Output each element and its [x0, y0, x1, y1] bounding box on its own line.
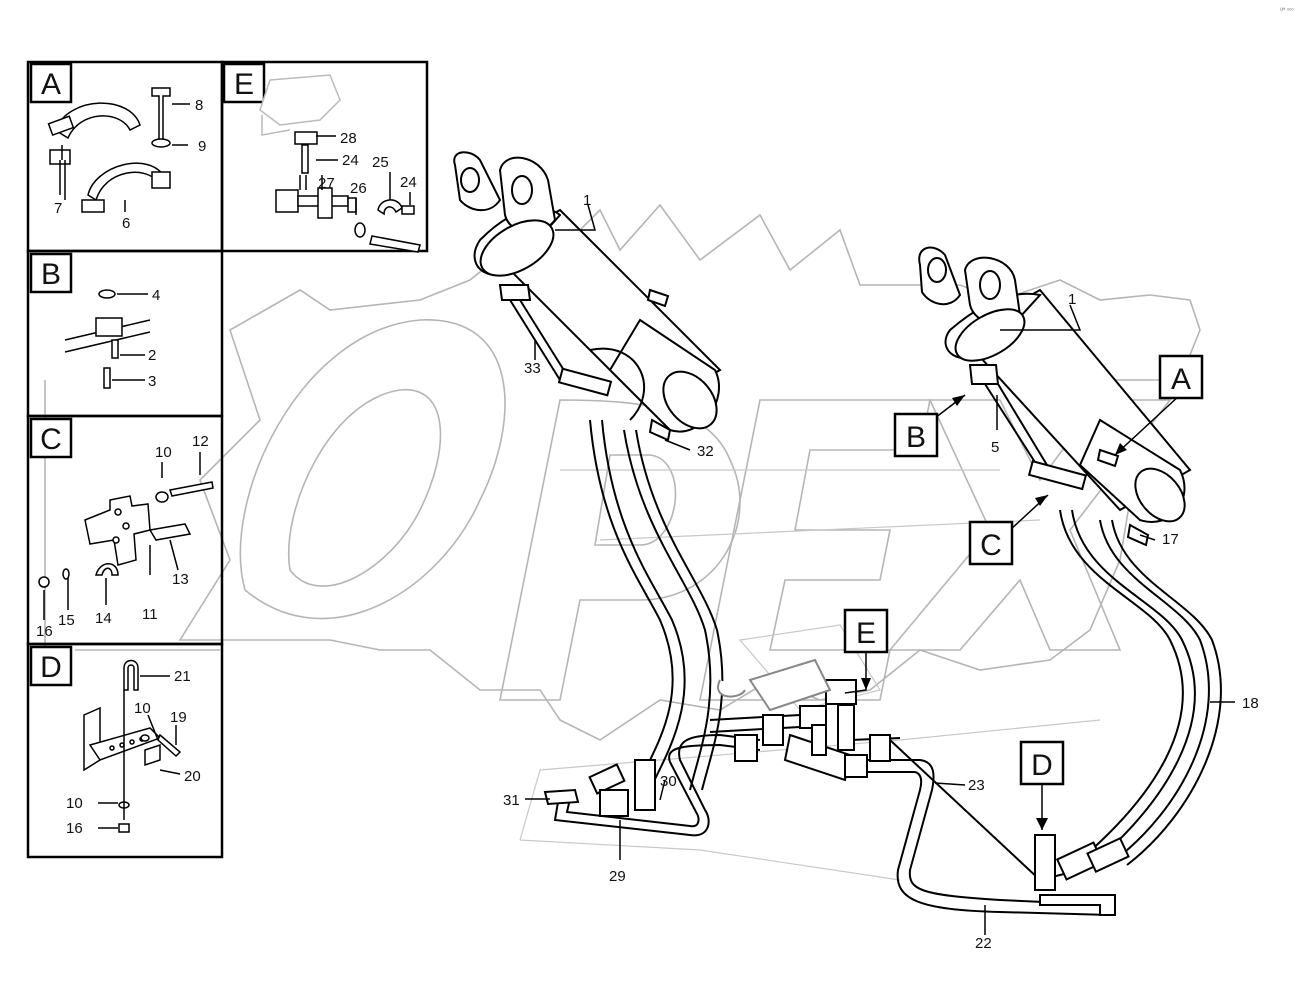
svg-text:B: B: [906, 421, 926, 454]
part-label: 10: [134, 700, 151, 717]
valve-block: [717, 658, 891, 782]
leader-lines: [525, 204, 1235, 935]
bracket-d: [1034, 834, 1130, 916]
part-label: 17: [1162, 531, 1179, 548]
callout-a: A: [1158, 354, 1204, 400]
svg-text:D: D: [40, 651, 62, 684]
part-label: 27: [318, 175, 335, 192]
part-label: 19: [170, 709, 187, 726]
panel-tag-b: B: [29, 252, 73, 294]
part-label: 31: [503, 792, 520, 809]
part-label: 25: [372, 154, 389, 171]
part-label: 12: [192, 433, 209, 450]
part-label: 16: [36, 623, 53, 640]
part-label: 23: [968, 777, 985, 794]
panel-d-drawing: [83, 659, 182, 833]
part-label: 2: [148, 347, 156, 364]
detail-panels: [26, 60, 429, 859]
part-label: 8: [195, 97, 203, 114]
part-label: 29: [609, 868, 626, 885]
leader-arrowheads: [861, 395, 1127, 830]
part-label: 32: [697, 443, 714, 460]
part-label: 15: [58, 612, 75, 629]
panel-tag-c: C: [29, 417, 73, 459]
part-label: 10: [66, 795, 83, 812]
right-cylinder: [918, 246, 1192, 547]
part-label: 1: [583, 192, 591, 209]
part-label: 28: [340, 130, 357, 147]
callout-c: C: [968, 520, 1014, 566]
part-label: 21: [174, 668, 191, 685]
part-label: 16: [66, 820, 83, 837]
hydraulic-hoses: [589, 419, 1222, 866]
part-label: 1: [1068, 291, 1076, 308]
svg-text:A: A: [41, 68, 61, 101]
panel-b-drawing: [64, 289, 151, 389]
panel-tag-a: A: [29, 62, 73, 104]
svg-text:C: C: [980, 529, 1002, 562]
part-label: 20: [184, 768, 201, 785]
part-label: 26: [350, 180, 367, 197]
part-label: 11: [142, 606, 158, 623]
part-label: 3: [148, 373, 156, 390]
panel-a-drawing: [47, 87, 190, 213]
part-label: 14: [95, 610, 112, 627]
corner-code: ᵁᴴ ᵒᵒᵒ: [1280, 7, 1294, 14]
part-label: 5: [991, 439, 999, 456]
part-label: 9: [198, 138, 206, 155]
part-label: 24: [342, 152, 359, 169]
svg-text:A: A: [1171, 363, 1191, 396]
callout-b: B: [893, 412, 939, 458]
part-label: 22: [975, 935, 992, 952]
bottom-left-fittings: [543, 759, 656, 817]
svg-text:D: D: [1031, 749, 1053, 782]
panel-tag-e: E: [222, 62, 266, 104]
left-cylinder: [453, 151, 722, 442]
part-label: 7: [54, 200, 62, 217]
part-label: 10: [155, 444, 172, 461]
panel-e-drawing: [259, 74, 421, 253]
callout-d: D: [1019, 740, 1065, 786]
part-label: 33: [524, 360, 541, 377]
part-label: 30: [660, 773, 677, 790]
svg-text:B: B: [41, 258, 61, 291]
part-label: 24: [400, 174, 417, 191]
part-label: 6: [122, 215, 130, 232]
part-label: 18: [1242, 695, 1259, 712]
panel-tag-d: D: [29, 645, 73, 687]
callout-e: E: [843, 608, 889, 654]
part-label: 4: [152, 287, 160, 304]
part-label: 13: [172, 571, 189, 588]
svg-text:E: E: [234, 68, 254, 101]
panel-c-drawing: [38, 452, 214, 620]
svg-text:E: E: [856, 617, 876, 650]
svg-text:C: C: [40, 423, 62, 456]
